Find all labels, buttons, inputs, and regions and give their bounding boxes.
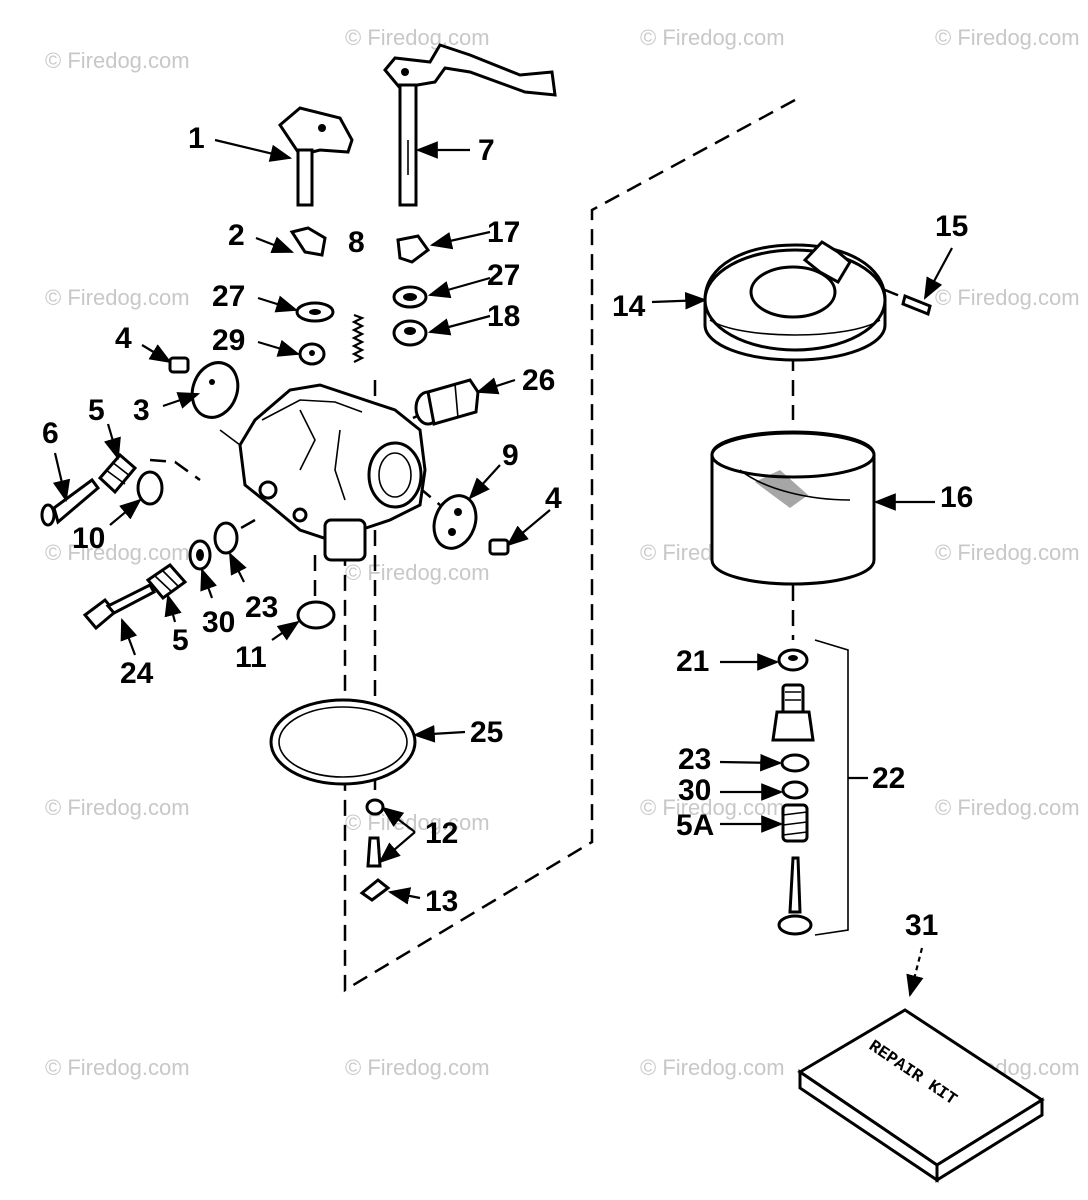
watermark: © Firedog.com — [345, 1055, 490, 1080]
watermark: © Firedog.com — [45, 540, 190, 565]
part-8-spring — [351, 313, 365, 363]
watermark: © Firedog.com — [345, 25, 490, 50]
part-27-washer-right — [392, 285, 428, 309]
part-6-screw — [40, 477, 101, 527]
callout-30-left: 30 — [202, 606, 235, 639]
callout-10: 10 — [72, 522, 105, 555]
part-21-washer — [777, 648, 809, 672]
carburetor-body — [219, 383, 427, 562]
part-26-fitting — [414, 378, 480, 426]
part-16-bowl — [710, 430, 876, 586]
part-4-screw-right — [488, 538, 510, 556]
part-30-oring-left — [188, 539, 212, 571]
callout-29: 29 — [212, 324, 245, 357]
part-14-float — [703, 240, 887, 362]
part-23-washer-right — [780, 753, 810, 773]
callout-31: 31 — [905, 909, 938, 942]
part-27-washer-left — [295, 301, 335, 323]
part-3-choke-plate — [190, 361, 240, 419]
part-5-spring-top — [97, 452, 138, 495]
part-11-plug — [296, 600, 336, 630]
callout-12: 12 — [425, 817, 458, 850]
part-29-bushing — [298, 342, 326, 366]
part-5-spring-bottom — [145, 563, 188, 601]
part-5A-spring — [781, 803, 809, 843]
part-22-main-jet — [771, 683, 815, 742]
watermark: © Firedog.com — [45, 1055, 190, 1080]
watermark: © Firedog.com — [45, 285, 190, 310]
callout-1: 1 — [188, 122, 205, 155]
part-12-float-needle — [365, 798, 385, 868]
callout-14: 14 — [612, 290, 646, 323]
part-10-packing — [136, 470, 164, 506]
callout-27-right: 27 — [487, 259, 520, 292]
part-31-repair-kit[interactable]: REPAIR KIT — [797, 1008, 1045, 1183]
callout-5A: 5A — [676, 809, 714, 842]
part-25-gasket — [269, 698, 417, 786]
callout-21: 21 — [676, 645, 709, 678]
watermark-layer: © Firedog.com © Firedog.com © Firedog.co… — [45, 25, 1080, 1080]
leader-lines — [52, 138, 953, 998]
watermark: © Firedog.com — [640, 25, 785, 50]
callout-5-top: 5 — [88, 394, 105, 427]
callout-13: 13 — [425, 885, 458, 918]
callout-11: 11 — [235, 641, 267, 674]
callout-22: 22 — [872, 762, 905, 795]
callout-5-bottom: 5 — [172, 624, 189, 657]
callout-9: 9 — [502, 439, 519, 472]
watermark: © Firedog.com — [640, 1055, 785, 1080]
part-30-oring-right — [781, 780, 809, 800]
part-9-throttle-plate — [432, 494, 478, 550]
watermark: © Firedog.com — [935, 285, 1080, 310]
watermark: © Firedog.com — [935, 795, 1080, 820]
callout-4-left: 4 — [115, 322, 132, 355]
part-23-washer-left — [213, 521, 239, 555]
callout-2: 2 — [228, 219, 245, 252]
part-24-needle — [82, 583, 157, 631]
part-18-bushing — [392, 319, 428, 347]
callout-17: 17 — [487, 216, 520, 249]
callout-25: 25 — [470, 716, 503, 749]
callout-3: 3 — [133, 394, 150, 427]
watermark: © Firedog.com — [45, 795, 190, 820]
callout-23-left: 23 — [245, 591, 278, 624]
callout-18: 18 — [487, 300, 520, 333]
callout-8: 8 — [348, 226, 365, 259]
callout-16: 16 — [940, 481, 973, 514]
part-17-screw — [396, 234, 431, 264]
callout-labels: 1 7 2 8 17 27 27 18 29 4 26 5 3 6 9 4 10… — [42, 122, 973, 942]
callout-30-right: 30 — [678, 774, 711, 807]
watermark: © Firedog.com — [345, 810, 490, 835]
callout-23-right: 23 — [678, 743, 711, 776]
callout-7: 7 — [478, 134, 495, 167]
watermark: © Firedog.com — [45, 48, 190, 73]
watermark: © Firedog.com — [935, 540, 1080, 565]
watermark: © Firedog.com — [640, 795, 785, 820]
callout-24: 24 — [120, 657, 154, 690]
part-4-screw-left — [168, 356, 190, 374]
watermark: © Firedog.com — [935, 25, 1080, 50]
callout-4-right: 4 — [545, 482, 562, 515]
part-13-clip — [359, 878, 391, 902]
jet-needle — [777, 856, 813, 936]
callout-15: 15 — [935, 210, 968, 243]
part-7-throttle-shaft — [383, 43, 557, 207]
part-1-choke-shaft — [278, 106, 354, 207]
part-15-pin — [901, 293, 932, 317]
callout-26: 26 — [522, 364, 555, 397]
watermark: © Firedog.com — [345, 560, 490, 585]
callout-6: 6 — [42, 417, 59, 450]
callout-27-left: 27 — [212, 280, 245, 313]
part-2-spring — [289, 226, 327, 257]
